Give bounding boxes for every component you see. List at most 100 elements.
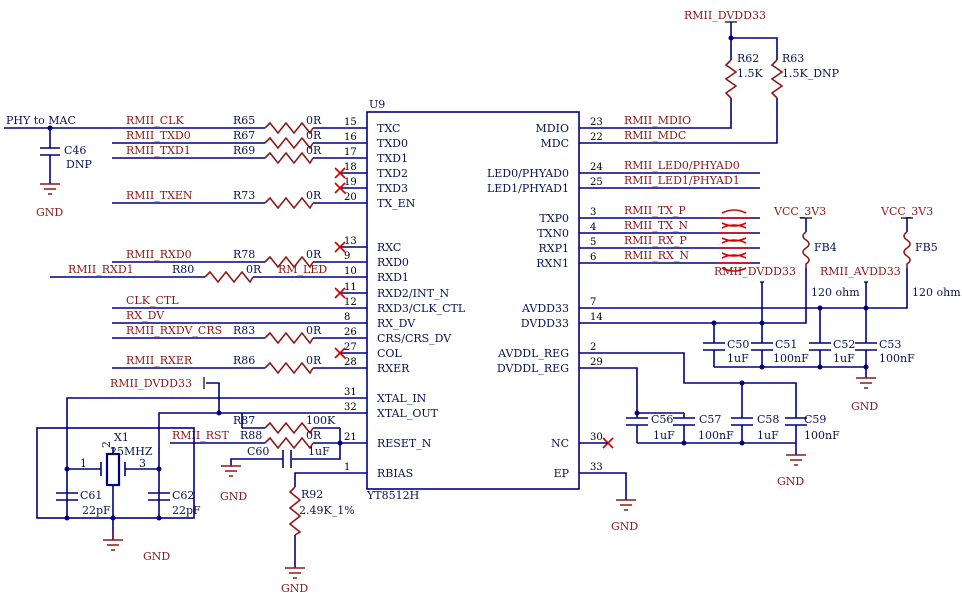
x1-ref: X1 bbox=[114, 431, 129, 444]
nc-x-col bbox=[334, 347, 346, 359]
gnd-icon: GND bbox=[611, 499, 638, 533]
pin-name-reset-n: RESET_N bbox=[377, 437, 432, 450]
pin-name-txd3: TXD3 bbox=[377, 182, 408, 195]
r87-val: 100K bbox=[306, 414, 336, 427]
c57-ref: C57 bbox=[699, 413, 721, 426]
c61-ref: C61 bbox=[80, 489, 102, 502]
net-rmii-clk: RMII_CLK bbox=[126, 114, 184, 127]
diff-pair-marks bbox=[718, 209, 750, 272]
right-resistor-group bbox=[724, 59, 911, 268]
c60-val: 1uF bbox=[308, 445, 330, 458]
c57-val: 100nF bbox=[698, 429, 734, 442]
r92-ref: R92 bbox=[301, 488, 323, 501]
pin-number: 4 bbox=[590, 222, 596, 233]
c46-value: DNP bbox=[66, 158, 92, 171]
net-rmii-rst: RMII_RST bbox=[172, 429, 230, 442]
gnd-icon: GND bbox=[851, 377, 878, 413]
r87-symbol bbox=[264, 421, 314, 435]
r67-ref: R67 bbox=[233, 129, 255, 142]
pin-name-mdio: MDIO bbox=[536, 122, 569, 135]
pin-number: 2 bbox=[590, 342, 596, 353]
svg-text:GND: GND bbox=[777, 475, 804, 488]
gnd-icon: GND bbox=[220, 465, 247, 503]
r73-symbol bbox=[264, 196, 314, 210]
pin-number: 5 bbox=[590, 237, 596, 248]
pin-number: 1 bbox=[344, 462, 350, 473]
pin-number: 14 bbox=[590, 312, 603, 323]
right-wiring bbox=[579, 22, 908, 500]
nc-x-txd2 bbox=[334, 167, 346, 179]
pin-name-mdc: MDC bbox=[541, 137, 570, 150]
r86-ref: R86 bbox=[233, 354, 255, 367]
pin-name-avdd33: AVDD33 bbox=[521, 302, 569, 315]
r83-symbol bbox=[264, 331, 314, 345]
pin-name-led0-phyad0: LED0/PHYAD0 bbox=[487, 167, 569, 180]
chip-ref: U9 bbox=[369, 98, 385, 111]
fb4-ref: FB4 bbox=[814, 241, 837, 254]
net-clk-ctl: CLK_CTL bbox=[126, 294, 179, 307]
pin-name-txd1: TXD1 bbox=[377, 152, 408, 165]
pin-number: 33 bbox=[590, 462, 603, 473]
chip-part: YT8512H bbox=[366, 489, 419, 502]
pin-name-avddl-reg: AVDDL_REG bbox=[497, 347, 569, 360]
c46-network bbox=[4, 125, 112, 184]
pin-name-txd2: TXD2 bbox=[377, 167, 408, 180]
r63-symbol bbox=[770, 59, 784, 99]
c58-ref: C58 bbox=[757, 413, 779, 426]
pin-number: 20 bbox=[344, 192, 357, 203]
nc-x-rxd2 bbox=[334, 287, 346, 299]
net-rmii-mdio: RMII_MDIO bbox=[624, 114, 691, 127]
c56-ref: C56 bbox=[651, 413, 673, 426]
c60-ref: C60 bbox=[247, 445, 269, 458]
pin-number: 12 bbox=[344, 297, 357, 308]
r88-ref: R88 bbox=[240, 429, 262, 442]
net-rmii-led1: RMII_LED1/PHYAD1 bbox=[624, 174, 740, 187]
pin-name-ep: EP bbox=[554, 467, 570, 480]
net-rmii-dvdd33-right: RMII_DVDD33 bbox=[714, 265, 796, 278]
pin-name-xtal-out: XTAL_OUT bbox=[377, 407, 439, 420]
r63-ref: R63 bbox=[782, 52, 804, 65]
right-labels: RMII_DVDD33 RMII_MDIO RMII_MDC RMII_LED0… bbox=[624, 9, 961, 442]
c50-val: 1uF bbox=[727, 352, 749, 365]
r87-ref: R87 bbox=[233, 414, 255, 427]
pin-name-rxp1: RXP1 bbox=[538, 242, 569, 255]
svg-text:GND: GND bbox=[36, 206, 63, 219]
c61-val: 22pF bbox=[82, 504, 111, 517]
fb4-val: 120 ohm bbox=[811, 286, 860, 299]
r78-ref: R78 bbox=[233, 248, 255, 261]
pin-number: 19 bbox=[344, 177, 357, 188]
pin-number: 24 bbox=[590, 162, 603, 173]
left-wiring bbox=[50, 127, 367, 568]
x1-pin3: 3 bbox=[139, 457, 146, 470]
pin-name-xtal-in: XTAL_IN bbox=[377, 392, 427, 405]
c62-ref: C62 bbox=[172, 489, 194, 502]
pin-name-col: COL bbox=[377, 347, 402, 360]
net-vcc-3v3-b: VCC_3V3 bbox=[880, 205, 933, 218]
pin-number: 7 bbox=[590, 297, 596, 308]
fb5-symbol bbox=[903, 231, 911, 268]
pin-name-rxc: RXC bbox=[377, 241, 401, 254]
r62-symbol bbox=[724, 59, 738, 99]
fb5-val: 120 ohm bbox=[912, 286, 961, 299]
pin-name-txd0: TXD0 bbox=[377, 137, 408, 150]
pin-name-txp0: TXP0 bbox=[539, 212, 569, 225]
r80-val: 0R bbox=[246, 263, 262, 276]
pin-name-rxer: RXER bbox=[377, 362, 410, 375]
c60-symbol bbox=[282, 450, 292, 468]
r88-symbol bbox=[264, 436, 314, 450]
pin-number: 16 bbox=[344, 132, 357, 143]
r67-symbol bbox=[264, 136, 314, 150]
pin-number: 26 bbox=[344, 327, 357, 338]
x1-pin2: 2 bbox=[100, 441, 113, 448]
no-connect-marks bbox=[334, 167, 614, 449]
r69-ref: R69 bbox=[233, 144, 255, 157]
net-vcc-3v3-a: VCC_3V3 bbox=[773, 205, 826, 218]
gnd-icon: GND bbox=[36, 183, 63, 219]
pin-number: 15 bbox=[344, 117, 357, 128]
nc-x-txd3 bbox=[334, 182, 346, 194]
r80-ref: R80 bbox=[172, 263, 194, 276]
r69-val: 0R bbox=[306, 144, 322, 157]
c53-val: 100nF bbox=[879, 352, 915, 365]
gnd-icon: GND bbox=[777, 454, 806, 488]
